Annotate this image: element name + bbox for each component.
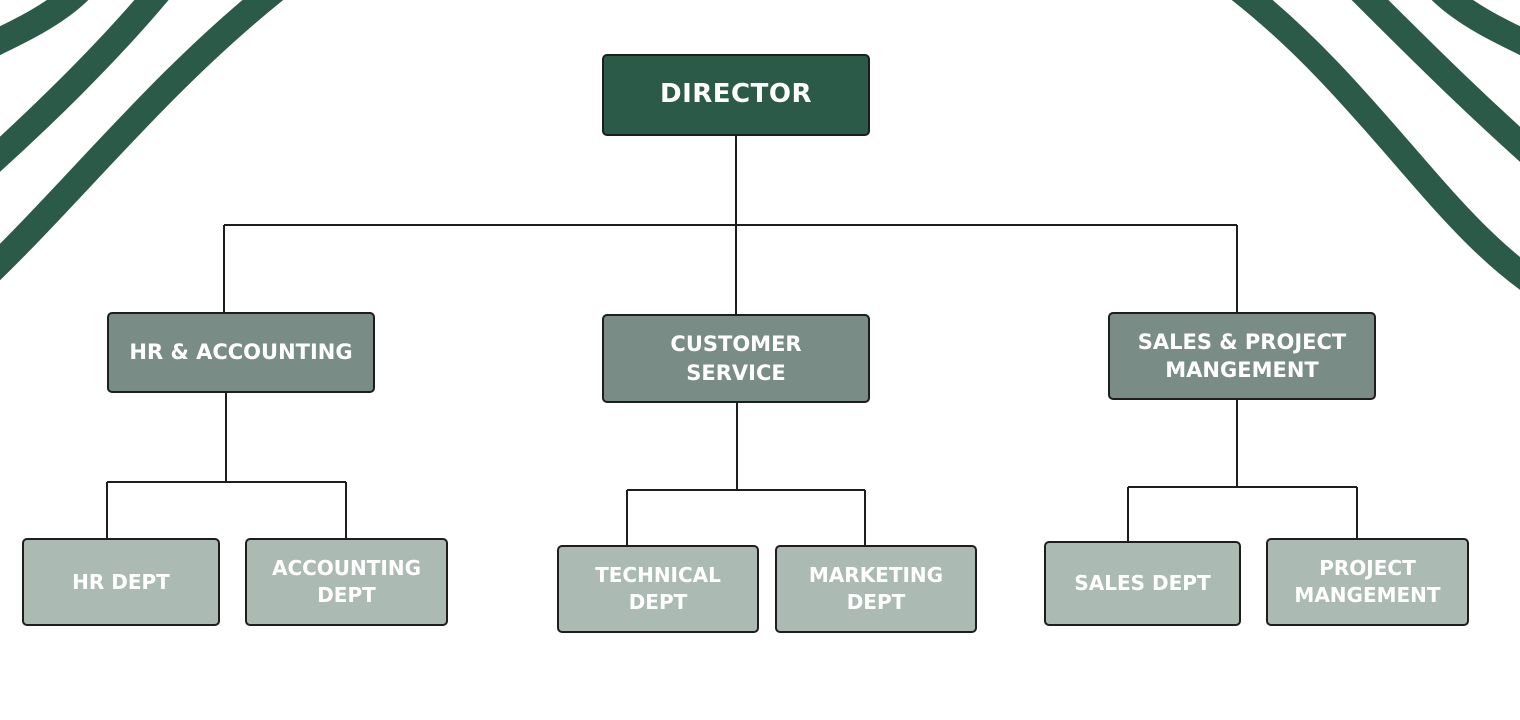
director-box: DIRECTOR <box>602 54 870 136</box>
sales-project-mangement-box: SALES & PROJECT MANGEMENT <box>1108 312 1376 400</box>
hr-accounting-box: HR & ACCOUNTING <box>107 312 375 393</box>
wave-left-3 <box>0 0 284 281</box>
sales-dept-box: SALES DEPT <box>1044 541 1241 626</box>
accounting-dept-box: ACCOUNTING DEPT <box>245 538 448 626</box>
wave-left-1 <box>0 0 89 56</box>
wave-right-2 <box>1351 0 1520 162</box>
customer-service-box: CUSTOMER SERVICE <box>602 314 870 403</box>
project-mangement-box: PROJECT MANGEMENT <box>1266 538 1469 626</box>
wave-right-1 <box>1431 0 1520 56</box>
wave-right-3 <box>1231 0 1520 290</box>
marketing-dept-box: MARKETING DEPT <box>775 545 977 633</box>
wave-left-2 <box>0 0 169 172</box>
hr-dept-box: HR DEPT <box>22 538 220 626</box>
technical-dept-box: TECHNICAL DEPT <box>557 545 759 633</box>
